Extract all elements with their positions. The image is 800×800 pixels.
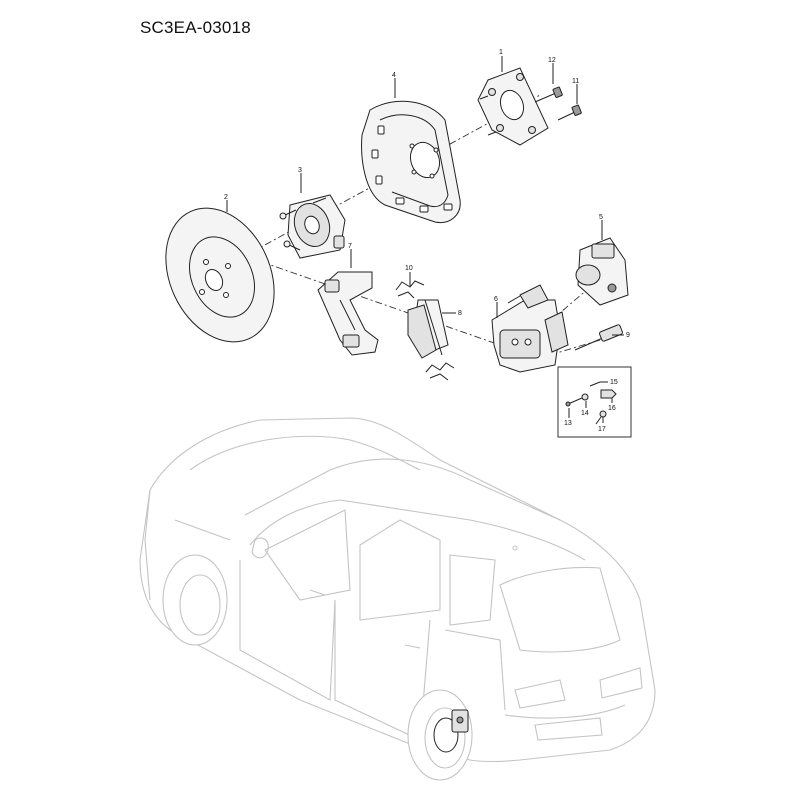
callout-12: 12 — [548, 57, 556, 64]
callout-8: 8 — [458, 310, 462, 317]
callout-13: 13 — [564, 420, 572, 427]
callout-6: 6 — [494, 296, 498, 303]
caliper-bracket-part-7 — [317, 271, 379, 356]
callout-17: 17 — [598, 426, 606, 433]
epb-motor-part-5 — [575, 237, 629, 306]
callout-5: 5 — [599, 214, 603, 221]
bolt-part-12 — [534, 86, 563, 103]
pad-clips-part-10 — [395, 280, 455, 381]
callout-10: 10 — [405, 265, 413, 272]
callout-16: 16 — [608, 405, 616, 412]
hub-bearing-part-3 — [279, 194, 346, 259]
vehicle-outline — [139, 417, 656, 781]
brake-disc-part-2 — [165, 207, 275, 343]
detail-inset-box — [557, 366, 632, 438]
callout-9: 9 — [626, 332, 630, 339]
callout-1: 1 — [499, 49, 503, 56]
caliper-part-6 — [491, 284, 569, 373]
callout-4: 4 — [392, 72, 396, 79]
callout-15: 15 — [610, 379, 618, 386]
dust-shield-part-4 — [361, 100, 461, 224]
callout-2: 2 — [224, 194, 228, 201]
diagram-title: SC3EA-03018 — [140, 18, 251, 37]
bracket-plate-part-1 — [477, 67, 549, 146]
callout-3: 3 — [298, 167, 302, 174]
bolt-part-11 — [557, 104, 582, 121]
brake-pads-part-8 — [407, 299, 449, 359]
guide-pin-part-9 — [574, 324, 623, 351]
callout-11: 11 — [572, 78, 579, 85]
highlighted-rear-brake-on-vehicle — [433, 709, 469, 753]
callout-14: 14 — [581, 410, 589, 417]
callout-7: 7 — [348, 243, 352, 250]
callout-labels: 1 2 3 4 5 6 7 8 9 10 11 12 13 14 15 16 1 — [224, 49, 630, 433]
